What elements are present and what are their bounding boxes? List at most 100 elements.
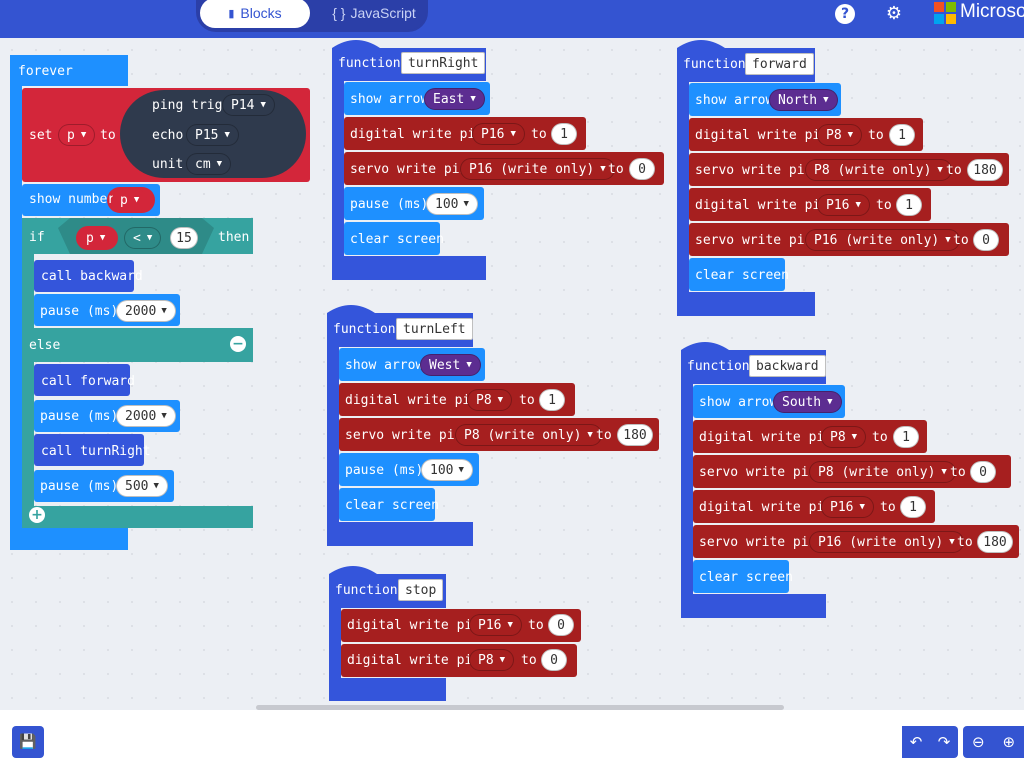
- pause-label-2: pause (ms): [40, 409, 119, 424]
- arrow-direction-dropdown[interactable]: South▼: [773, 391, 842, 413]
- else-label: else: [29, 338, 61, 353]
- servo-pin-dropdown[interactable]: P16 (write only)▼: [809, 531, 964, 553]
- value-input[interactable]: 0: [629, 158, 655, 180]
- compare-operator-dropdown[interactable]: <▼: [124, 227, 162, 249]
- pin-dropdown[interactable]: P16▼: [817, 194, 870, 216]
- pause-dropdown-1[interactable]: 2000▼: [116, 300, 176, 322]
- function-name-backward[interactable]: backward: [749, 355, 826, 377]
- then-label: then: [218, 230, 250, 245]
- value-input[interactable]: 0: [541, 649, 567, 671]
- echo-label: echo: [152, 128, 184, 143]
- servo-write-label: servo write pin: [695, 163, 813, 178]
- zoom-in-icon[interactable]: ⊕: [1002, 733, 1016, 751]
- zoom-group: ⊖ ⊕: [963, 726, 1024, 758]
- microsoft-logo: [934, 2, 956, 24]
- pause-label-1: pause (ms): [40, 304, 119, 319]
- servo-pin-dropdown[interactable]: P8 (write only)▼: [805, 159, 952, 181]
- value-input[interactable]: 0: [973, 229, 999, 251]
- to-label: to: [957, 535, 973, 550]
- value-input[interactable]: 180: [967, 159, 1003, 181]
- servo-write-label: servo write pin: [345, 428, 463, 443]
- function-name-forward[interactable]: forward: [745, 53, 814, 75]
- value-input[interactable]: 1: [893, 426, 919, 448]
- servo-pin-dropdown[interactable]: P8 (write only)▼: [809, 461, 956, 483]
- clear-screen-label: clear screen: [345, 498, 439, 513]
- set-variable-dropdown[interactable]: p▼: [58, 124, 96, 146]
- arrow-direction-dropdown[interactable]: West▼: [420, 354, 481, 376]
- save-icon[interactable]: 💾: [12, 726, 44, 758]
- tab-blocks[interactable]: ▮ Blocks: [200, 0, 310, 28]
- pin-dropdown[interactable]: P16▼: [469, 614, 522, 636]
- redo-icon[interactable]: ↷: [937, 733, 951, 751]
- compare-value-input[interactable]: 15: [170, 227, 198, 249]
- set-label: set: [29, 128, 53, 143]
- value-input[interactable]: 0: [548, 614, 574, 636]
- call-turnright-label: call turnRight: [41, 444, 151, 459]
- braces-icon: { }: [332, 5, 346, 21]
- zoom-out-icon[interactable]: ⊖: [971, 733, 985, 751]
- servo-pin-dropdown[interactable]: P16 (write only)▼: [805, 229, 960, 251]
- function-name-turnleft[interactable]: turnLeft: [396, 318, 473, 340]
- tab-javascript[interactable]: { } JavaScript: [324, 0, 424, 28]
- puzzle-icon: ▮: [228, 7, 235, 20]
- value-input[interactable]: 1: [539, 389, 565, 411]
- trig-pin-dropdown[interactable]: P14▼: [222, 94, 275, 116]
- to-label: to: [946, 163, 962, 178]
- value-input[interactable]: 180: [977, 531, 1013, 553]
- pin-dropdown[interactable]: P8▼: [467, 389, 513, 411]
- to-label: to: [528, 618, 544, 633]
- pause-label-3: pause (ms): [40, 479, 119, 494]
- echo-pin-dropdown[interactable]: P15▼: [186, 124, 239, 146]
- horizontal-scrollbar[interactable]: [256, 705, 784, 710]
- arrow-direction-dropdown[interactable]: North▼: [769, 89, 838, 111]
- blocks-workspace[interactable]: forever set p▼ to ping trig P14▼ echo P1…: [0, 38, 1024, 710]
- clear-screen-label: clear screen: [695, 268, 789, 283]
- show-arrow-label: show arrow: [345, 358, 424, 373]
- value-input[interactable]: 1: [889, 124, 915, 146]
- function-name-turnright[interactable]: turnRight: [401, 52, 486, 74]
- pause-dropdown-3[interactable]: 500▼: [116, 475, 168, 497]
- value-input[interactable]: 1: [551, 123, 577, 145]
- to-label: to: [953, 233, 969, 248]
- show-arrow-label: show arrow: [350, 92, 429, 107]
- bottom-toolbar: 💾 ↶ ↷ ⊖ ⊕: [0, 710, 1024, 768]
- servo-write-label: servo write pin: [699, 535, 817, 550]
- function-keyword: function: [335, 583, 398, 598]
- value-input[interactable]: 180: [617, 424, 653, 446]
- servo-pin-dropdown[interactable]: P16 (write only)▼: [460, 158, 615, 180]
- function-keyword: function: [338, 56, 401, 71]
- value-input[interactable]: 1: [900, 496, 926, 518]
- help-icon[interactable]: ?: [835, 4, 855, 24]
- to-label: to: [519, 393, 535, 408]
- set-to-label: to: [100, 128, 116, 143]
- show-arrow-label: show arrow: [695, 93, 774, 108]
- arrow-direction-dropdown[interactable]: East▼: [424, 88, 485, 110]
- digital-write-label: digital write pin: [345, 393, 479, 408]
- function-name-stop[interactable]: stop: [398, 579, 444, 601]
- value-input[interactable]: 0: [970, 461, 996, 483]
- remove-else-icon[interactable]: −: [230, 336, 246, 352]
- gear-icon[interactable]: ⚙: [885, 3, 903, 24]
- digital-write-label: digital write pin: [347, 653, 481, 668]
- to-label: to: [872, 430, 888, 445]
- top-bar: ▮ Blocks { } JavaScript ? ⚙ Microsoft: [0, 0, 1024, 38]
- to-label: to: [868, 128, 884, 143]
- pin-dropdown[interactable]: P16▼: [821, 496, 874, 518]
- value-input[interactable]: 1: [896, 194, 922, 216]
- add-else-if-icon[interactable]: +: [29, 507, 45, 523]
- show-number-variable[interactable]: p▼: [112, 189, 148, 211]
- unit-dropdown[interactable]: cm▼: [186, 153, 232, 175]
- pin-dropdown[interactable]: P8▼: [469, 649, 515, 671]
- pin-dropdown[interactable]: P16▼: [472, 123, 525, 145]
- digital-write-label: digital write pin: [699, 430, 833, 445]
- undo-icon[interactable]: ↶: [909, 733, 923, 751]
- pin-dropdown[interactable]: P8▼: [821, 426, 867, 448]
- if-variable-dropdown[interactable]: p▼: [78, 227, 114, 249]
- pause-dropdown-2[interactable]: 2000▼: [116, 405, 176, 427]
- show-arrow-label: show arrow: [699, 395, 778, 410]
- digital-write-label: digital write pin: [347, 618, 481, 633]
- pause-dropdown[interactable]: 100▼: [421, 459, 473, 481]
- pin-dropdown[interactable]: P8▼: [817, 124, 863, 146]
- servo-pin-dropdown[interactable]: P8 (write only)▼: [455, 424, 602, 446]
- pause-dropdown[interactable]: 100▼: [426, 193, 478, 215]
